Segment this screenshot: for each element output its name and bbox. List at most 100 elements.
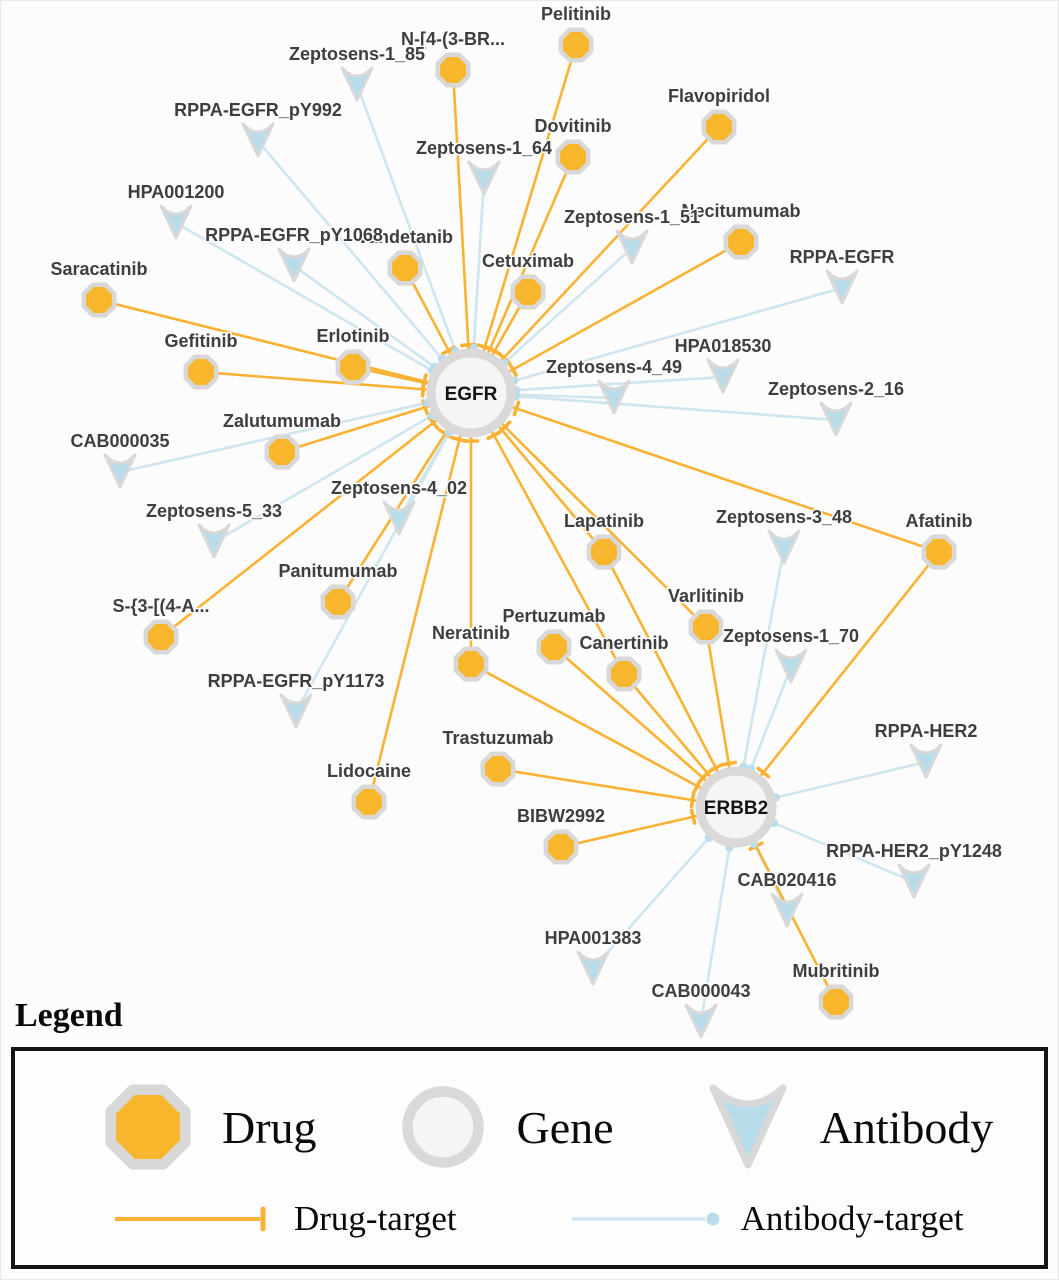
antibody-node-cab000043 <box>684 1003 718 1039</box>
legend-item-drug-target: Drug-target <box>110 1199 457 1239</box>
legend-edge-types-row: Drug-target Antibody-target <box>15 1193 1044 1245</box>
node-label-flavopiridol: Flavopiridol <box>668 86 770 106</box>
node-label-vandetanib: Vandetanib <box>357 227 453 247</box>
node-label-zeptosens_5_33: Zeptosens-5_33 <box>146 501 282 521</box>
legend-label-antibody: Antibody <box>819 1101 994 1153</box>
node-label-hpa001383: HPA001383 <box>545 928 642 948</box>
node-label-hpa018530: HPA018530 <box>675 336 772 356</box>
antibody-node-zeptosens_1_85 <box>340 66 374 102</box>
node-label-bibw2992: BIBW2992 <box>517 806 605 826</box>
drug-target-edge <box>470 391 940 554</box>
drug-target-tee <box>486 430 502 441</box>
antibody-node-hpa001200 <box>159 204 193 240</box>
antibody-node-zeptosens_1_64 <box>467 160 501 196</box>
node-label-saracatinib: Saracatinib <box>50 259 147 279</box>
drug-target-edge <box>470 662 737 809</box>
gene-node-icon <box>401 1086 484 1168</box>
drug-target-edge <box>470 392 707 628</box>
node-label-rppa_her2_py1248: RPPA-HER2_pY1248 <box>826 841 1002 861</box>
node-label-erlotinib: Erlotinib <box>317 326 390 346</box>
drug-node-zalutumumab <box>264 434 300 470</box>
antibody-node-cab020416 <box>770 892 804 928</box>
drug-node-erlotinib <box>335 349 371 385</box>
drug-node-s_3_4_a <box>143 619 179 655</box>
drug-target-edge <box>602 551 738 808</box>
drug-node-pelitinib <box>558 27 594 63</box>
drug-target-tee <box>512 400 521 417</box>
node-label-zeptosens_1_51: Zeptosens-1_51 <box>564 207 700 227</box>
node-label-s_3_4_a: S-{3-[(4-A... <box>112 596 209 616</box>
node-label-zeptosens_4_02: Zeptosens-4_02 <box>331 478 467 498</box>
legend-item-drug: Drug <box>100 1079 317 1175</box>
drug-target-edge <box>98 298 472 395</box>
drug-node-canertinib <box>606 656 642 692</box>
drug-node-cetuximab <box>510 274 546 310</box>
node-label-hpa001200: HPA001200 <box>128 182 225 202</box>
antibody-node-rppa_her2_py1248 <box>897 863 931 899</box>
drug-node-mubritinib <box>818 984 854 1020</box>
antibody-node-hpa018530 <box>706 358 740 394</box>
gene-node-erbb2 <box>695 766 777 848</box>
node-label-n_4_3_br: N-[4-(3-BR... <box>401 29 505 49</box>
antibody-node-icon <box>709 1084 787 1169</box>
gene-node-egfr <box>426 348 516 438</box>
drug-target-edge <box>451 69 473 394</box>
drug-target-tee <box>498 420 512 434</box>
drug-target-edge <box>469 44 578 394</box>
legend-label-antibody-target: Antibody-target <box>740 1199 964 1238</box>
antibody-node-rppa_egfr_py1068 <box>277 247 311 283</box>
node-label-necitumumab: Necitumumab <box>681 201 800 221</box>
drug-node-trastuzumab <box>480 751 516 787</box>
drug-node-gefitinib <box>183 354 219 390</box>
drug-target-edge-icon <box>115 1206 266 1232</box>
antibody-target-edge <box>470 391 837 422</box>
node-label-pertuzumab: Pertuzumab <box>502 606 605 626</box>
node-label-afatinib: Afatinib <box>906 511 973 531</box>
legend-label-drug-target: Drug-target <box>294 1199 457 1238</box>
antibody-target-edge <box>470 286 843 395</box>
legend-item-antibody: Antibody <box>702 1081 994 1173</box>
antibody-node-rppa_egfr_py1173 <box>279 693 313 729</box>
drug-node-panitumumab <box>320 584 356 620</box>
node-label-zeptosens_3_48: Zeptosens-3_48 <box>716 507 852 527</box>
drug-target-tee <box>696 771 710 785</box>
legend-node-types-row: Drug Gene Antibody <box>15 1071 1044 1183</box>
node-label-canertinib: Canertinib <box>579 633 668 653</box>
drug-node-neratinib <box>453 646 489 682</box>
node-label-panitumumab: Panitumumab <box>278 561 397 581</box>
legend-label-drug: Drug <box>222 1101 317 1153</box>
node-label-pelitinib: Pelitinib <box>541 4 611 24</box>
legend-box: Drug Gene Antibody Drug-ta <box>11 1047 1048 1269</box>
node-label-zeptosens_4_49: Zeptosens-4_49 <box>546 357 682 377</box>
drug-node-saracatinib <box>81 282 117 318</box>
legend-item-antibody-target: Antibody-target <box>567 1199 964 1239</box>
drug-node-lapatinib <box>586 534 622 570</box>
node-label-zeptosens_1_64: Zeptosens-1_64 <box>416 138 552 158</box>
node-label-neratinib: Neratinib <box>432 623 510 643</box>
node-label-cetuximab: Cetuximab <box>482 251 574 271</box>
drug-node-necitumumab <box>723 224 759 260</box>
drug-target-tee <box>420 374 428 391</box>
antibody-target-edge <box>355 84 473 394</box>
drug-node-vandetanib <box>387 250 423 286</box>
antibody-target-edge <box>119 391 472 474</box>
drug-target-edge <box>470 126 720 394</box>
drug-target-tee <box>756 766 771 779</box>
node-label-rppa_egfr_py1068: RPPA-EGFR_pY1068 <box>205 225 383 245</box>
antibody-node-zeptosens_1_70 <box>774 648 808 684</box>
drug-node-varlitinib <box>688 609 724 645</box>
node-label-rppa_egfr_py1173: RPPA-EGFR_pY1173 <box>208 671 385 691</box>
drug-node-bibw2992 <box>543 829 579 865</box>
antibody-target-edge <box>294 392 473 713</box>
node-label-varlitinib: Varlitinib <box>668 586 744 606</box>
node-label-rppa_egfr_py992: RPPA-EGFR_pY992 <box>174 100 342 120</box>
node-label-lapatinib: Lapatinib <box>564 511 644 531</box>
antibody-node-zeptosens_4_49 <box>597 379 631 415</box>
node-label-cab000035: CAB000035 <box>70 431 169 451</box>
drug-target-edge <box>200 370 472 395</box>
node-label-cab020416: CAB020416 <box>737 870 836 890</box>
drug-node-pertuzumab <box>536 629 572 665</box>
drug-node-afatinib <box>921 534 957 570</box>
node-label-dovitinib: Dovitinib <box>535 116 612 136</box>
